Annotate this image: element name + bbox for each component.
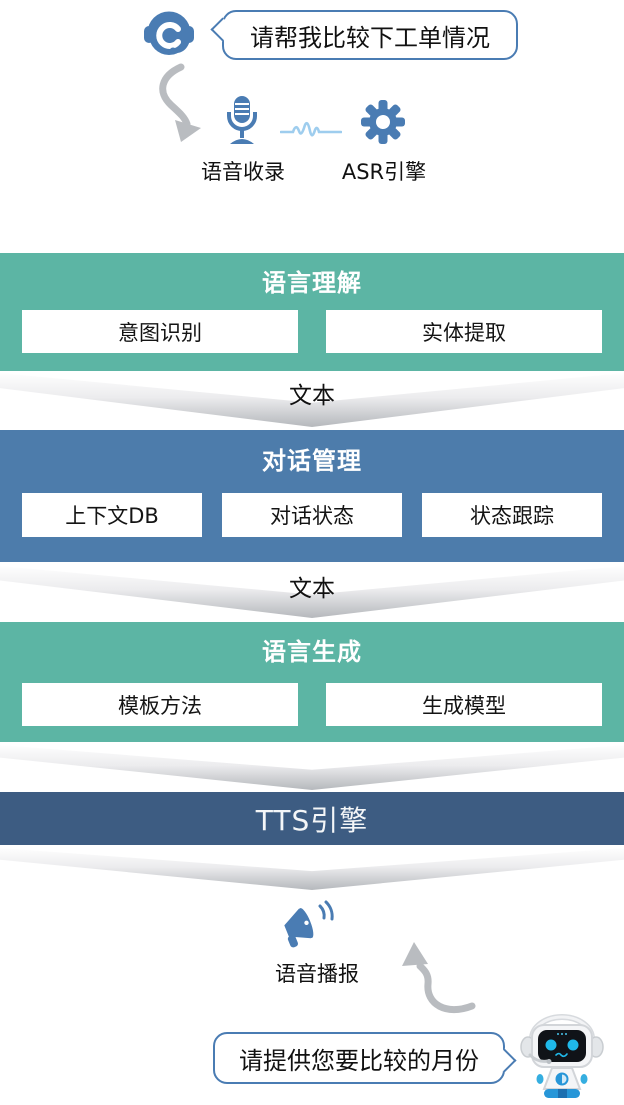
curve-arrow-up-icon (388, 942, 476, 1016)
bot-speech-bubble: 请提供您要比较的月份 (213, 1032, 517, 1084)
user-speech-text: 请帮我比较下工单情况 (250, 23, 490, 52)
stage-nlg-title: 语言生成 (262, 638, 362, 666)
stage-tts: TTS引擎 (0, 792, 624, 845)
flow-chevron-3 (0, 745, 624, 790)
voice-broadcast-label: 语音播报 (275, 962, 359, 986)
stage-nlg-item-genmodel: 生成模型 (326, 683, 602, 726)
stage-tts-title: TTS引擎 (255, 803, 369, 837)
bubble-tail-left (210, 17, 235, 42)
user-speech-bubble: 请帮我比较下工单情况 (210, 10, 518, 60)
megaphone-icon (280, 898, 338, 948)
flow-chevron-1-label: 文本 (289, 383, 335, 409)
stage-nlg: 语言生成 模板方法 生成模型 (0, 622, 624, 742)
stage-nlu-title: 语言理解 (262, 269, 362, 297)
flow-chevron-4 (0, 848, 624, 890)
stage-nlu-item-entity: 实体提取 (326, 310, 602, 353)
stage-nlg-item-template: 模板方法 (22, 683, 298, 726)
agent-headset-icon (140, 5, 198, 63)
voice-capture-label: 语音收录 (201, 160, 285, 184)
stage-dm-item-state-tracking: 状态跟踪 (422, 493, 602, 537)
flow-chevron-1: 文本 (0, 373, 624, 427)
stage-dm: 对话管理 上下文DB 对话状态 状态跟踪 (0, 430, 624, 562)
microphone-icon (222, 94, 262, 148)
bubble-tail-right (492, 1048, 517, 1073)
stage-dm-item-dialog-state: 对话状态 (222, 493, 402, 537)
gear-icon (360, 98, 406, 146)
stage-dm-item-context-db: 上下文DB (22, 493, 202, 537)
bot-speech-text: 请提供您要比较的月份 (239, 1046, 479, 1075)
stage-dm-title: 对话管理 (262, 447, 362, 475)
robot-icon (514, 1005, 610, 1101)
stage-nlu: 语言理解 意图识别 实体提取 (0, 253, 624, 371)
stage-nlu-item-intent: 意图识别 (22, 310, 298, 353)
asr-engine-label: ASR引擎 (341, 160, 427, 184)
curve-arrow-down-icon (145, 62, 217, 146)
flow-chevron-2-label: 文本 (289, 576, 335, 602)
waveform-icon (279, 118, 343, 144)
flow-chevron-2: 文本 (0, 566, 624, 618)
